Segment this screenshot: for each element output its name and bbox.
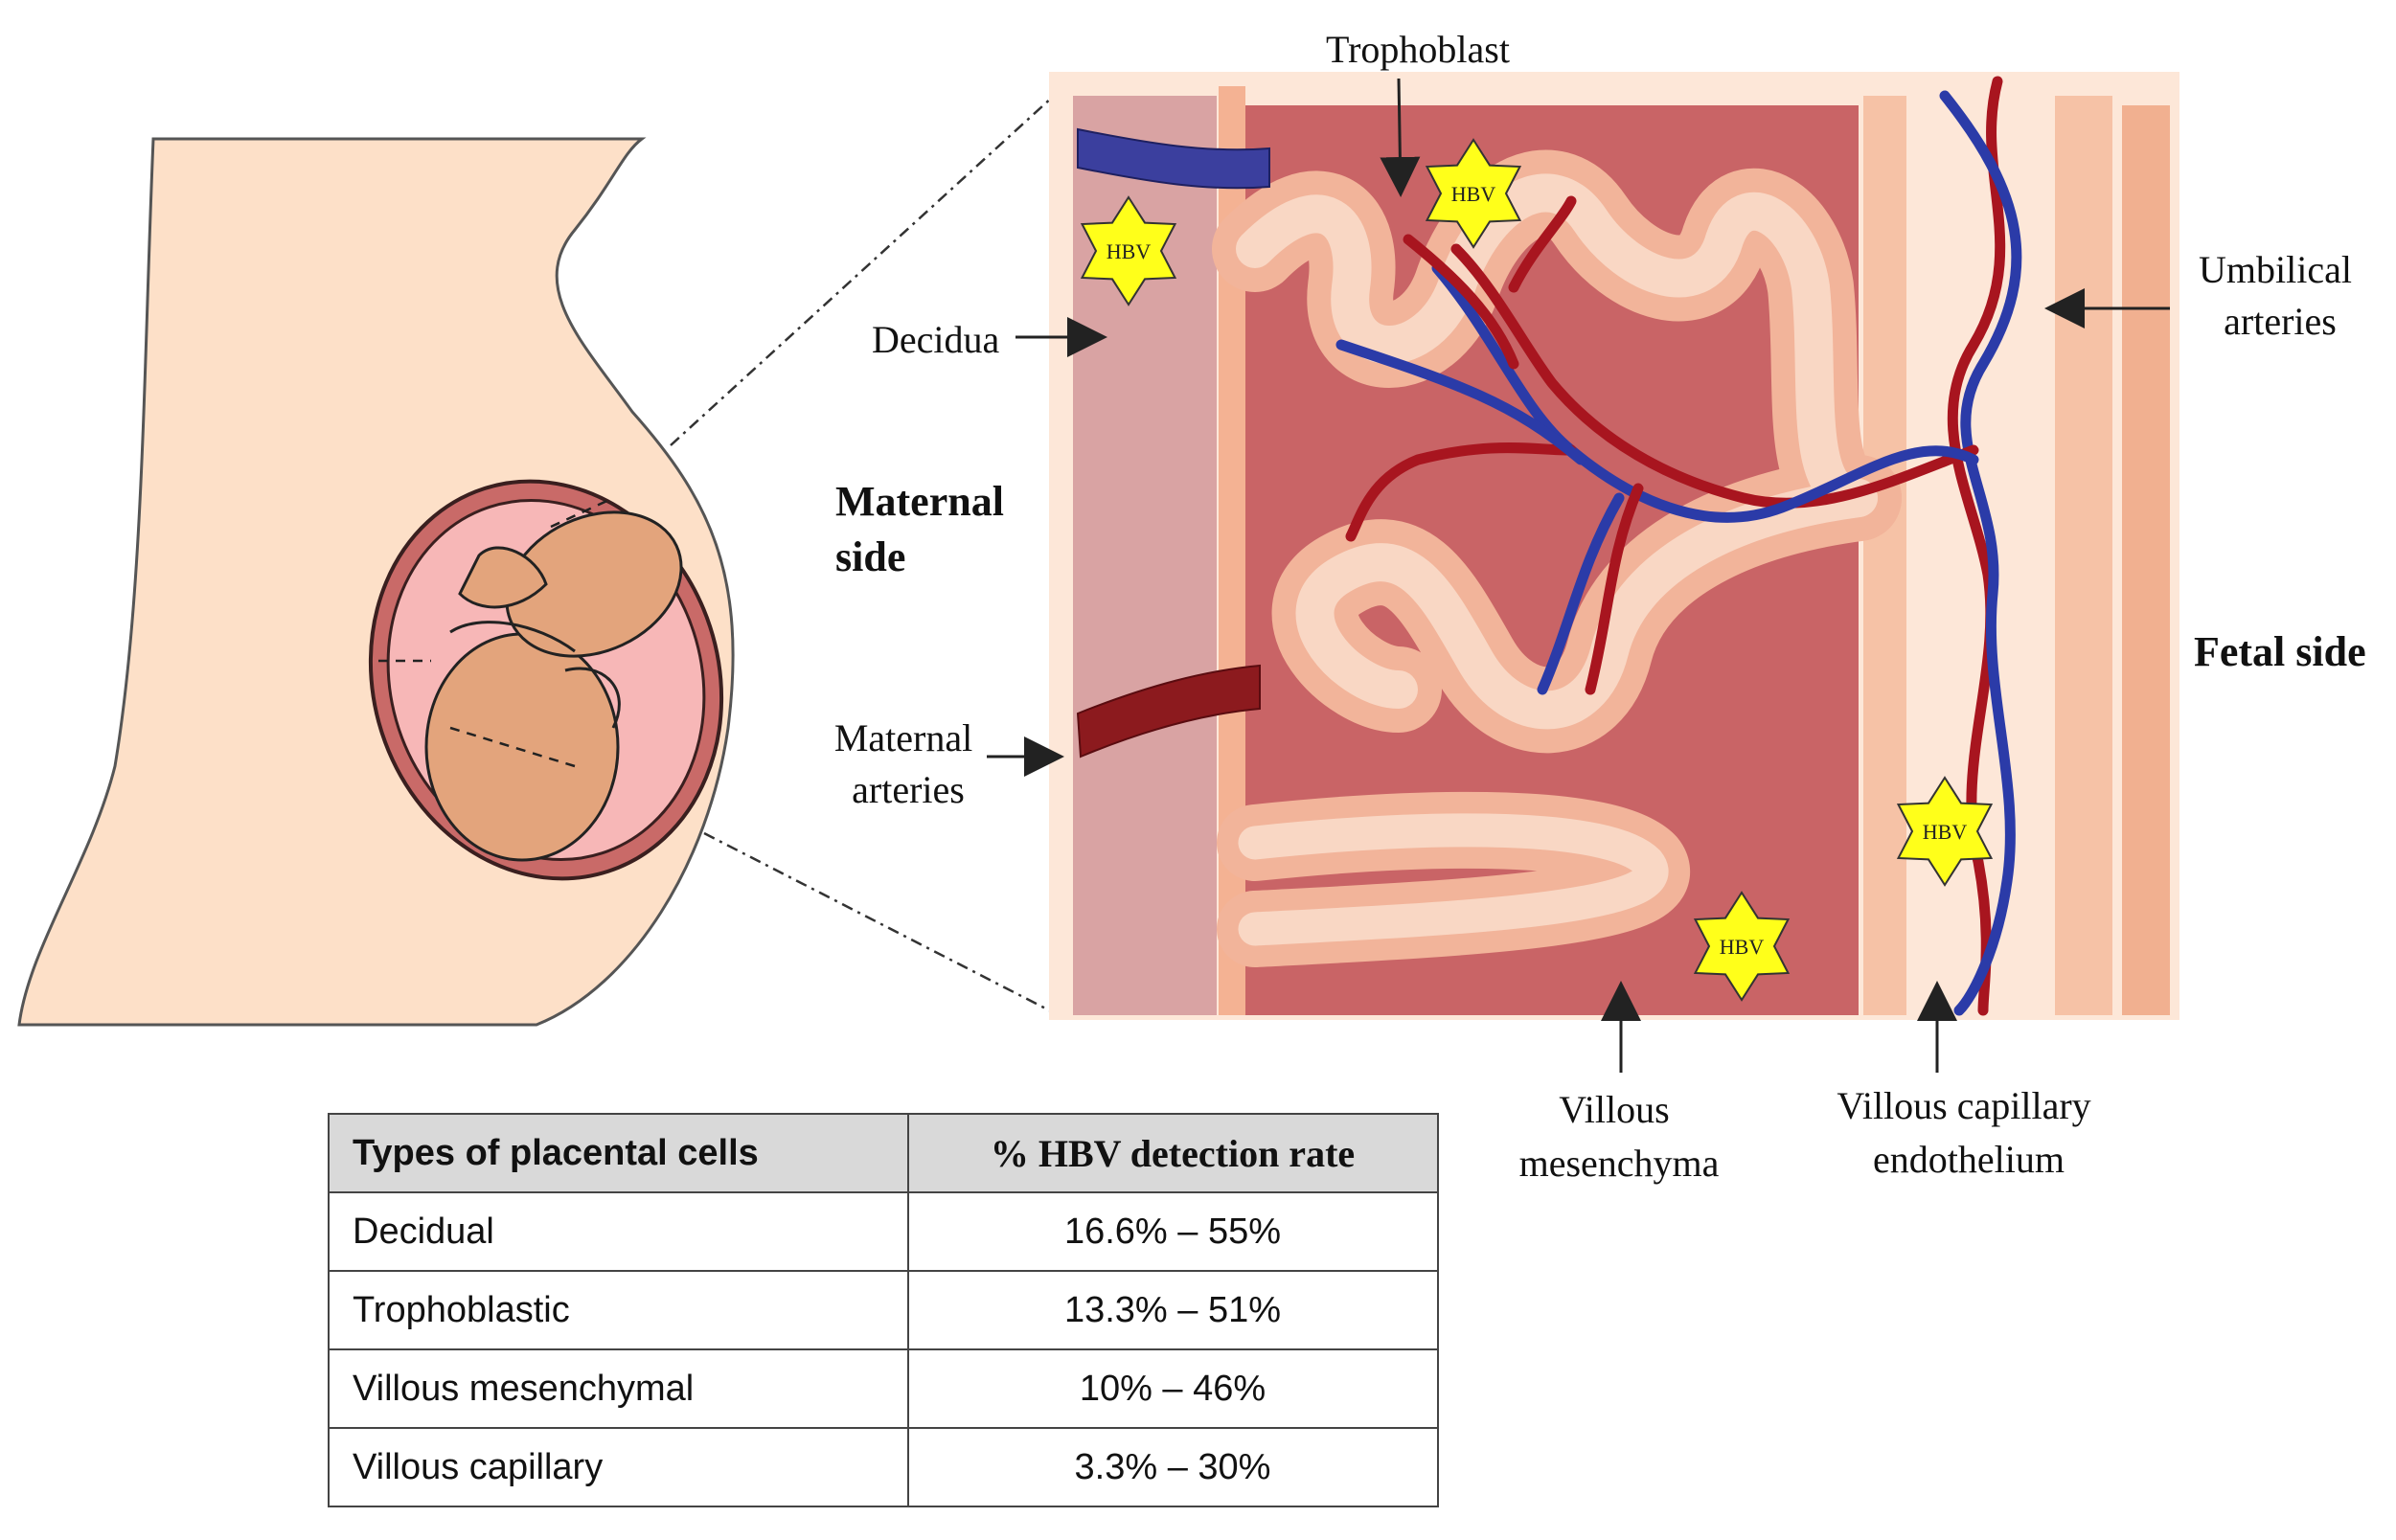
maternal-vein-segment (1077, 127, 1270, 190)
fetal-vessel-network (1335, 76, 2022, 1016)
header-cell-types: Types of placental cells (328, 1113, 909, 1193)
label-villous-capillary-endothelium-line2: endothelium (1873, 1138, 2065, 1181)
label-umbilical-arteries-line1: Umbilical (2199, 248, 2352, 291)
table-header-row: Types of placental cells % HBV detection… (328, 1113, 1439, 1193)
cell-rate: 13.3% – 51% (907, 1270, 1439, 1350)
placenta-section: HBV HBV HBV HBV (1049, 72, 2179, 1020)
cell-type: Trophoblastic (328, 1270, 909, 1350)
label-maternal-arteries: Maternal arteries (834, 716, 982, 811)
cell-rate: 16.6% – 55% (907, 1191, 1439, 1272)
hbv-star-icon (1693, 891, 1791, 1002)
hbv-star-icon (1080, 195, 1177, 306)
label-villous-capillary-endothelium-line1: Villous capillary (1837, 1084, 2090, 1127)
cell-rate: 10% – 46% (907, 1348, 1439, 1429)
table-row: Villous mesenchymal 10% – 46% (328, 1348, 1439, 1429)
label-maternal-arteries-line2: arteries (852, 768, 965, 811)
hbv-star-icon (1425, 138, 1522, 249)
header-cell-rate: % HBV detection rate (907, 1113, 1439, 1193)
hbv-star-label: HBV (1107, 239, 1152, 263)
label-maternal-side-line1: Maternal (835, 478, 1004, 525)
hbv-markers: HBV HBV HBV HBV (1080, 138, 1994, 1002)
pregnant-abdomen-illustration (17, 137, 735, 1027)
table-row: Villous capillary 3.3% – 30% (328, 1427, 1439, 1507)
label-decidua: Decidua (872, 318, 1000, 361)
label-villous-mesenchyma-line2: mesenchyma (1519, 1142, 1720, 1185)
label-trophoblast: Trophoblast (1326, 28, 1510, 71)
label-villous-capillary-endothelium: Villous capillary endothelium (1837, 1084, 2100, 1181)
zoom-line-top (670, 95, 1055, 446)
table-row: Trophoblastic 13.3% – 51% (328, 1270, 1439, 1350)
fetus (424, 510, 683, 862)
hbv-star-icon (1896, 776, 1994, 887)
cell-rate: 3.3% – 30% (907, 1427, 1439, 1507)
zoom-line-bottom (703, 831, 1060, 1017)
hbv-star-label: HBV (1923, 820, 1968, 844)
hbv-star-label: HBV (1451, 182, 1496, 206)
label-villous-mesenchyma-line1: Villous (1559, 1088, 1669, 1131)
label-villous-mesenchyma: Villous mesenchyma (1519, 1088, 1720, 1185)
hbv-detection-table: Types of placental cells % HBV detection… (328, 1113, 1439, 1507)
table-row: Decidual 16.6% – 55% (328, 1191, 1439, 1272)
label-umbilical-arteries-line2: arteries (2224, 300, 2337, 343)
label-maternal-arteries-line1: Maternal (834, 716, 972, 759)
maternal-artery-segment (1076, 664, 1261, 759)
cell-type: Villous capillary (328, 1427, 909, 1507)
label-umbilical-arteries: Umbilical arteries (2199, 248, 2362, 343)
hbv-star-label: HBV (1720, 935, 1765, 959)
label-fetal-side: Fetal side (2194, 628, 2366, 675)
label-maternal-side: Maternal side (835, 478, 1015, 580)
cell-type: Decidual (328, 1191, 909, 1272)
label-maternal-side-line2: side (835, 533, 905, 580)
villous-tree (1212, 149, 1902, 967)
cell-type: Villous mesenchymal (328, 1348, 909, 1429)
